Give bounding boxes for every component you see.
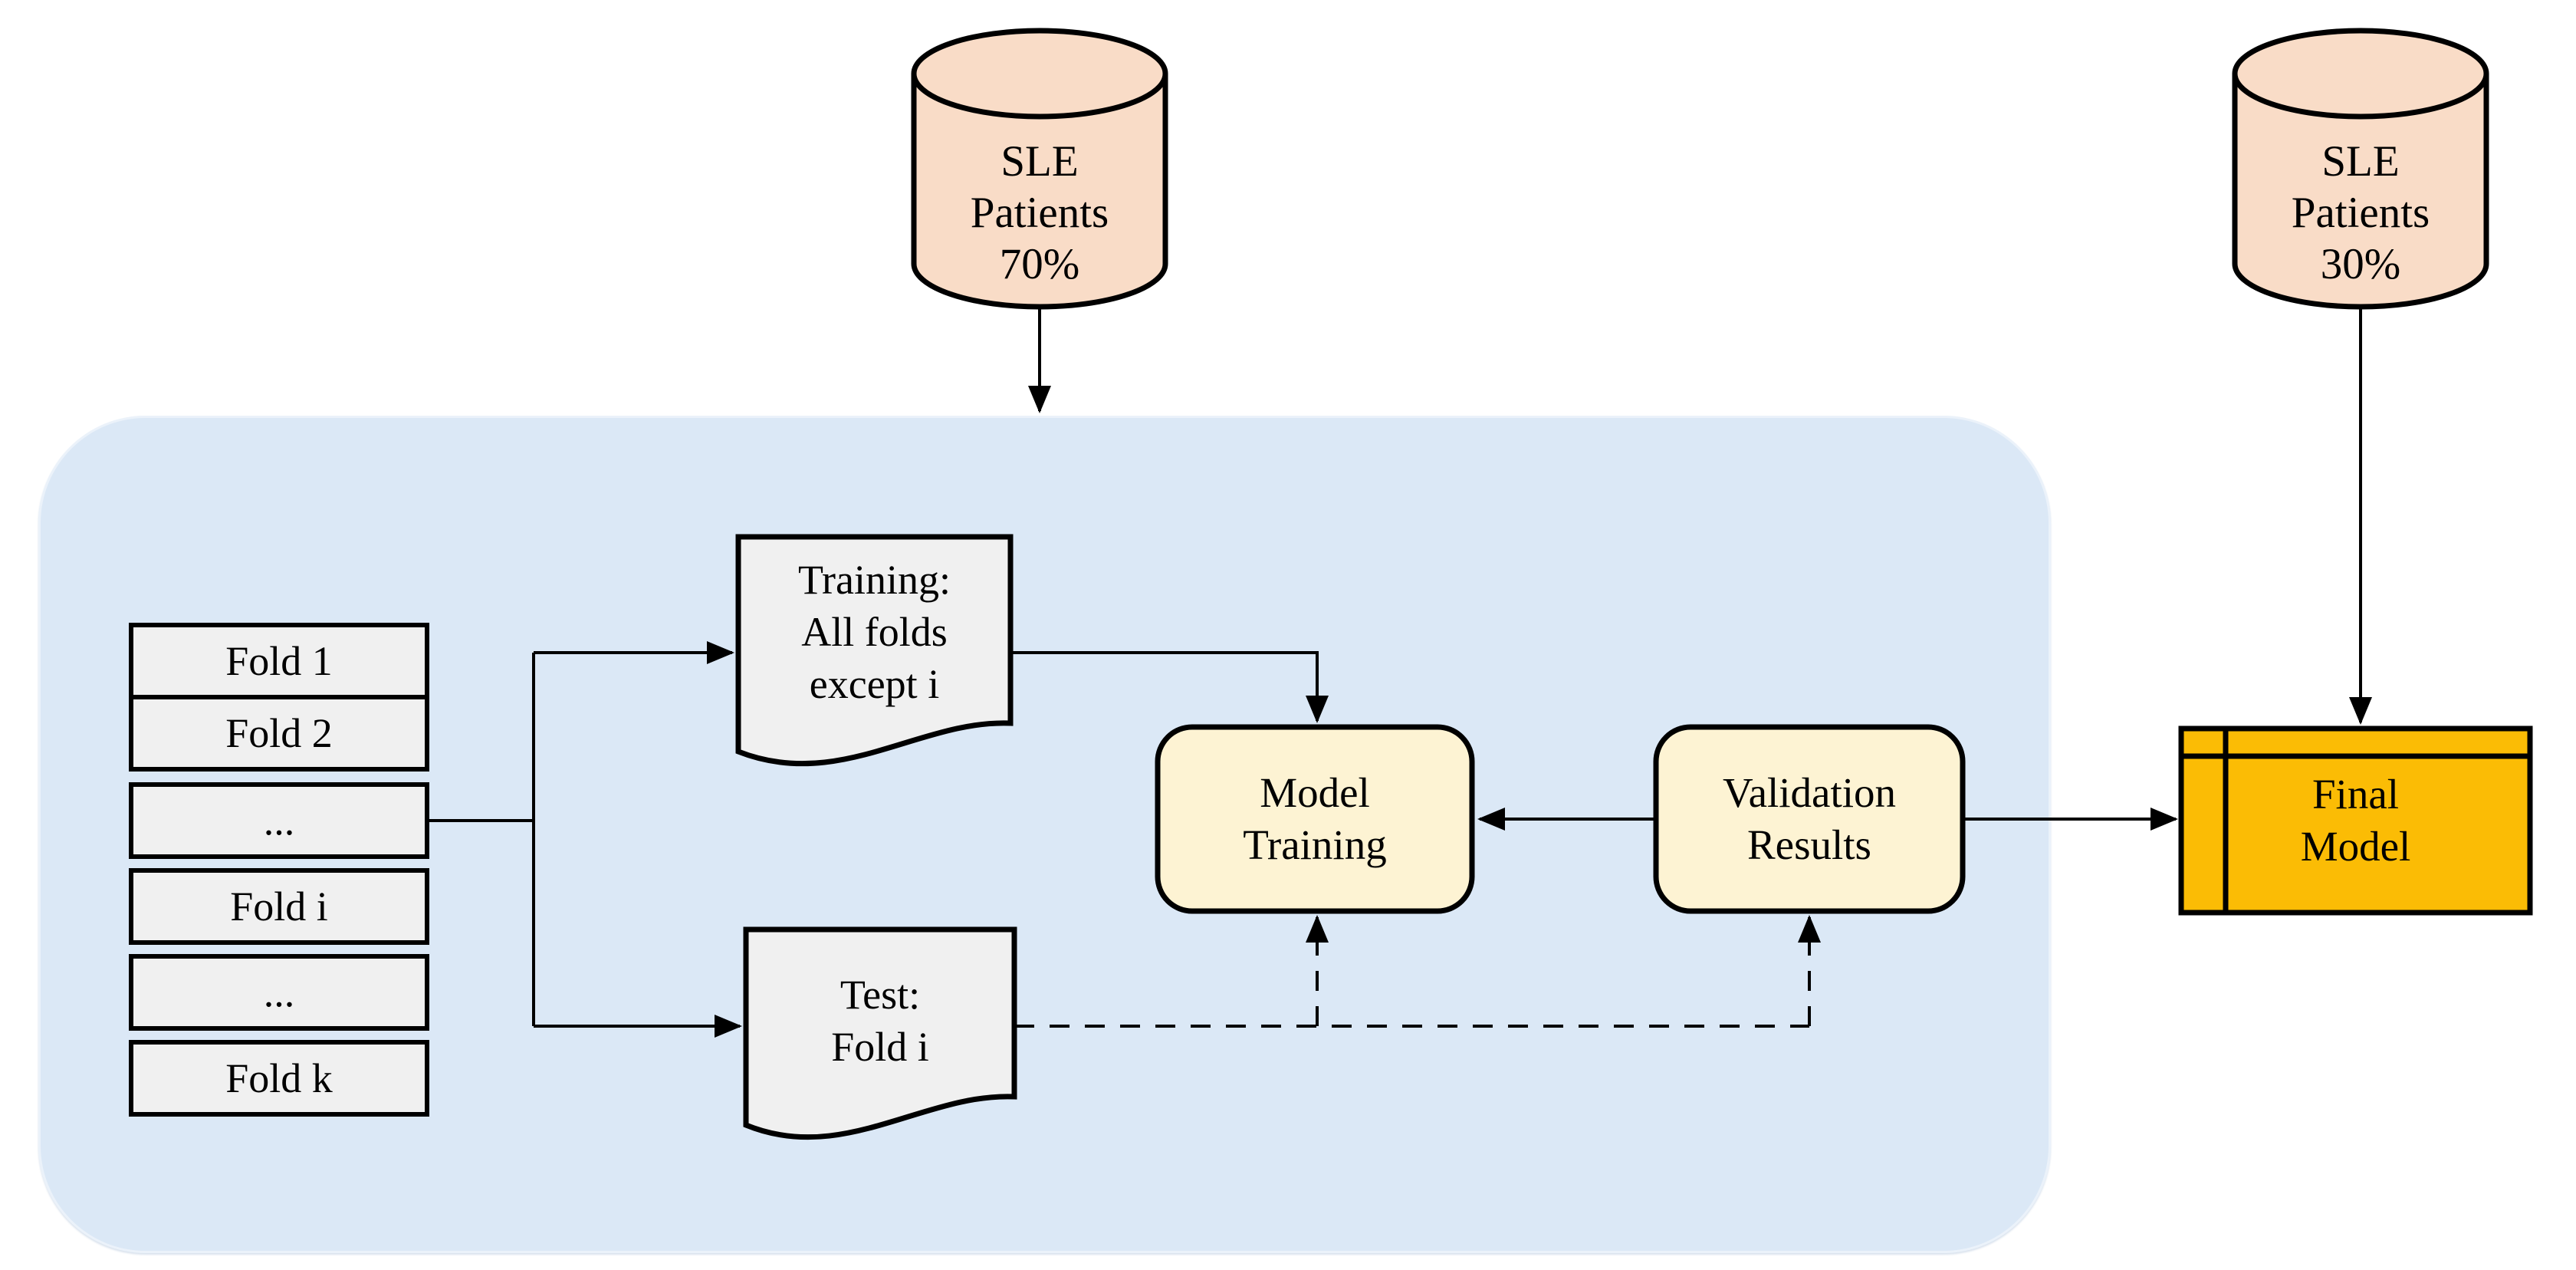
- fold-box-ellipsis-upper: ...: [129, 782, 429, 859]
- training-doc-label: Training: All folds except i: [797, 556, 951, 707]
- dataset-70-cylinder-body: [911, 74, 1168, 310]
- test-doc-shape: [743, 926, 1017, 1140]
- fold-box-i-label: Fold i: [230, 883, 328, 929]
- training-doc-shape: [735, 534, 1014, 767]
- final-model-shape: [2178, 725, 2533, 916]
- fold-box-ellipsis-lower-label: ...: [263, 969, 295, 1015]
- dataset-70-label: SLE Patients 70%: [970, 137, 1109, 288]
- fold-box-ellipsis-upper-label: ...: [263, 798, 295, 844]
- final-model-label: Final Model: [2300, 771, 2411, 870]
- fold-box-2-label: Fold 2: [225, 710, 333, 756]
- validation-results-label: Validation Results: [1722, 769, 1897, 868]
- dataset-30-cylinder-top: [2232, 28, 2489, 120]
- fold-box-1: Fold 1: [129, 623, 429, 699]
- fold-box-k: Fold k: [129, 1040, 429, 1117]
- dataset-70-cylinder-top: [911, 28, 1168, 120]
- fold-box-k-label: Fold k: [225, 1055, 333, 1101]
- dataset-30-label: SLE Patients 30%: [2291, 137, 2430, 288]
- dataset-30-cylinder-body: [2232, 74, 2489, 310]
- fold-box-ellipsis-lower: ...: [129, 954, 429, 1031]
- model-training-shape: [1155, 724, 1475, 914]
- fold-box-i: Fold i: [129, 868, 429, 945]
- connector-training-doc-to-model-training: [1010, 651, 1329, 723]
- test-doc-label: Test: Fold i: [831, 971, 929, 1070]
- fold-box-1-label: Fold 1: [225, 638, 333, 684]
- fold-box-2: Fold 2: [129, 695, 429, 772]
- model-training-label: Model Training: [1243, 769, 1387, 868]
- validation-results-shape: [1653, 724, 1966, 914]
